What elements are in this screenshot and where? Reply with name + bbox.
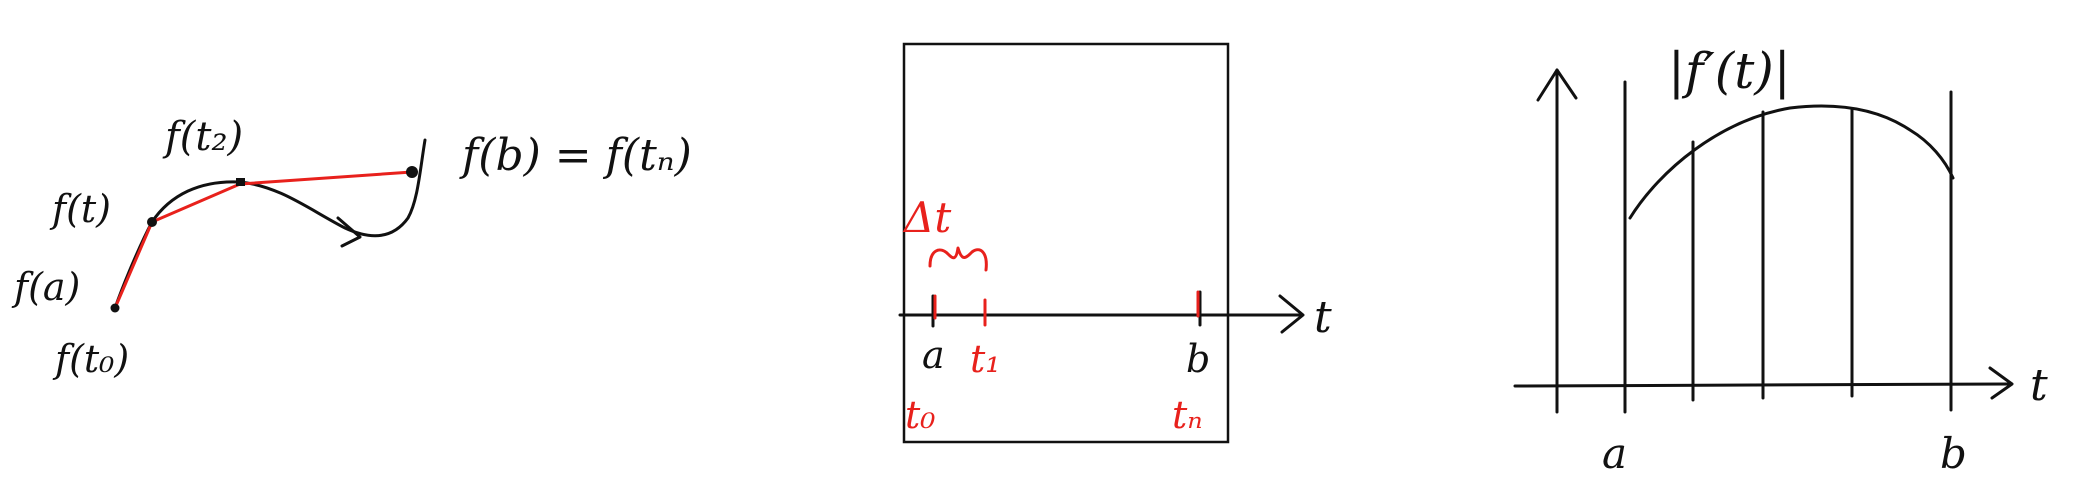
panel2-frame <box>902 42 1230 444</box>
point-t2 <box>236 178 245 186</box>
label-a: a <box>922 333 945 377</box>
polygonal-approximation <box>113 170 414 310</box>
t-axis-arrowhead <box>1278 294 1305 334</box>
panel-speed-integral: |f′(t)| t a b <box>1513 42 2048 478</box>
label-t0: t₀ <box>905 393 936 437</box>
label-f-t0: f(t₀) <box>52 337 129 381</box>
label-b: b <box>1186 337 1210 381</box>
point-t0 <box>110 303 120 313</box>
label-axis-t: t <box>1314 292 1332 343</box>
label-b-right: b <box>1940 429 1967 478</box>
label-speed: |f′(t)| <box>1668 42 1791 100</box>
label-delta-t: Δt <box>902 193 951 242</box>
label-a-right: a <box>1602 429 1627 478</box>
point-t1 <box>147 217 157 227</box>
label-f-t: f(t) <box>49 187 111 231</box>
label-f-t2: f(t₂) <box>162 114 243 160</box>
panel-interval-partition: Δt t a t₁ b t₀ tₙ <box>898 42 1332 444</box>
label-f-a: f(a) <box>11 265 80 309</box>
x-axis-arrowhead <box>1988 366 2014 400</box>
curve-direction-arrow <box>336 216 362 248</box>
point-tn <box>406 166 418 178</box>
y-axis-arrowhead <box>1536 68 1578 102</box>
label-f-b-equals-f-tn: f(b) = f(tₙ) <box>459 130 692 181</box>
delta-t-brace <box>928 246 988 272</box>
label-t1: t₁ <box>970 337 1001 381</box>
curve-f <box>113 138 427 310</box>
label-tn: tₙ <box>1172 393 1203 437</box>
speed-curve <box>1628 104 1955 220</box>
panel-curve-approximation: f(t₀) f(a) f(t) f(t₂) f(b) = f(tₙ) <box>11 114 692 381</box>
label-axis-t-right: t <box>2030 360 2048 411</box>
